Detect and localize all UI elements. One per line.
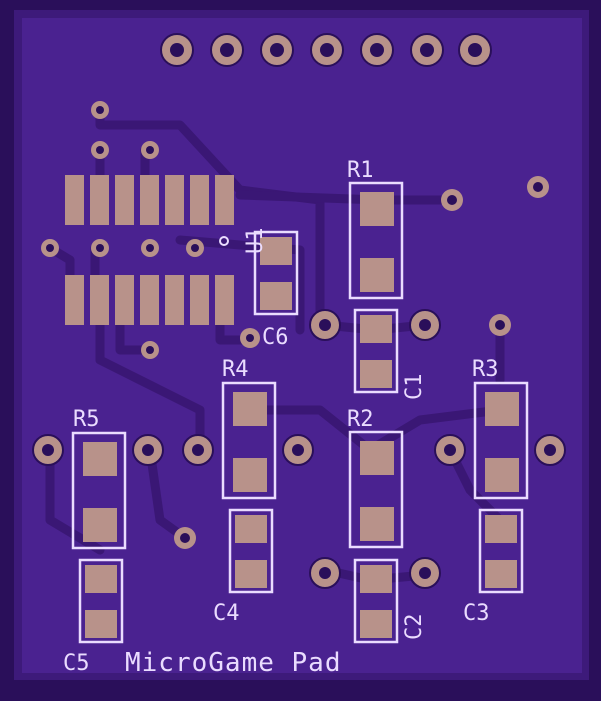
header-connector — [160, 33, 492, 67]
label-u1: U1 — [243, 228, 268, 255]
label-c3: C3 — [463, 601, 490, 626]
label-r4: R4 — [222, 357, 249, 382]
label-c2: C2 — [402, 614, 427, 641]
pin1-marker — [219, 236, 229, 246]
label-c5: C5 — [63, 651, 90, 676]
label-c6: C6 — [262, 325, 289, 350]
label-r1: R1 — [347, 158, 374, 183]
through-hole-pads — [32, 309, 566, 589]
vias — [41, 101, 549, 549]
ic-u1-footprint — [65, 175, 234, 325]
label-r5: R5 — [73, 407, 100, 432]
label-r2: R2 — [347, 407, 374, 432]
label-c4: C4 — [213, 601, 240, 626]
smd-pads — [83, 192, 519, 638]
label-c1: C1 — [402, 374, 427, 401]
silkscreen-outlines — [71, 181, 529, 644]
board-title: MicroGame Pad — [125, 648, 342, 678]
label-r3: R3 — [472, 357, 499, 382]
